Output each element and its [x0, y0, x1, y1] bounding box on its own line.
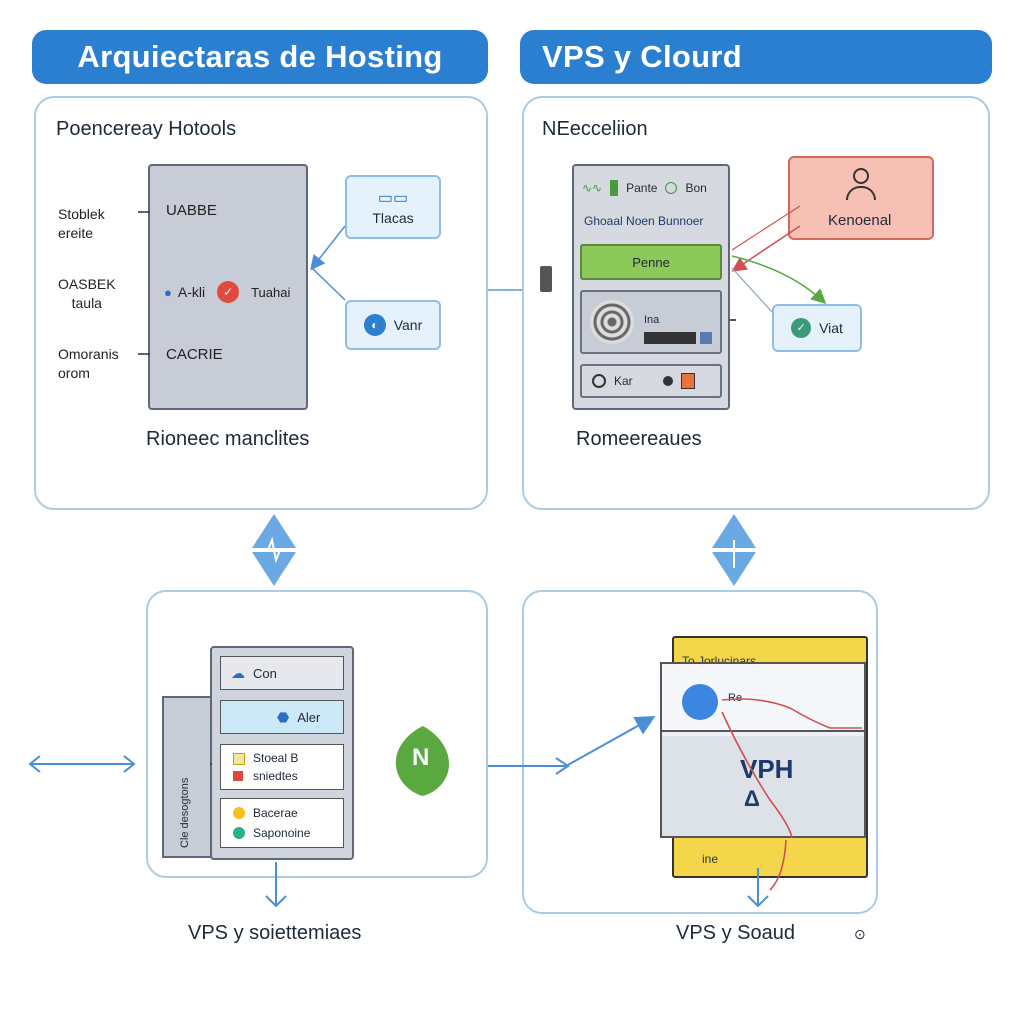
status-block [610, 180, 619, 196]
callout-bottom: ◐ Vanr [345, 300, 441, 350]
rack-bottom-row: Kar [580, 364, 722, 398]
vps-item-backup: Bacerae Saponoine [220, 798, 344, 848]
callout-top: ▭▭ Tlacas [345, 175, 441, 239]
server-row-1: UABBE [166, 202, 217, 219]
rack-subheader: Ghoaal Noen Bunnoer [584, 214, 704, 228]
trash-icon [540, 266, 552, 292]
pin-icon: ● [164, 284, 172, 300]
network-icon: ▭▭ [377, 190, 409, 207]
panel-br-caption: VPS y Soaud [676, 922, 795, 944]
double-arrow-left [252, 514, 296, 586]
title-right: VPS y Clourd [542, 39, 742, 74]
yellow-dot-icon [233, 807, 245, 819]
panel-tl-label: Poencereay Hotools [56, 118, 237, 140]
disk-indicator-light [700, 332, 712, 344]
disk-module: Ina [580, 290, 722, 354]
vps-item-con: ☁ Con [220, 656, 344, 690]
disk-icon [590, 300, 634, 344]
chart-icon: ∿∿ [582, 181, 603, 195]
cloud-icon: ☁ [231, 664, 245, 681]
vps-item-alert: ⬣ Aler [220, 700, 344, 734]
vps-item-storage: Stoeal B sniedtes [220, 744, 344, 790]
side-label-3: Omoranis orom [58, 346, 119, 381]
blue-circle-icon [682, 684, 718, 720]
shield-icon: ⬣ [277, 708, 290, 725]
led-orange [680, 373, 695, 389]
side-label-2: OASBEK taula [58, 276, 116, 311]
title-bar-right: VPS y Clourd [520, 30, 992, 84]
vps-window: Re VPH Δ [660, 662, 866, 838]
side-column: Cle desogtons [162, 696, 214, 858]
callout-viat: ✓ Viat [772, 304, 862, 352]
side-label-1: Stoblek ereite [58, 206, 105, 241]
yellow-square-icon [233, 753, 245, 765]
user-icon [846, 168, 876, 202]
globe-icon: ◐ [363, 314, 386, 336]
server-row-2: ● A-kli ✓ Tuahai [164, 281, 290, 303]
double-arrow-left-pulse [256, 536, 292, 564]
vps-window-header: Re [662, 664, 864, 732]
disk-indicator [644, 332, 696, 344]
power-icon [592, 374, 606, 388]
title-left: Arquiectaras de Hosting [77, 39, 443, 74]
user-box: Kenoenal [788, 156, 934, 240]
panel-tr-caption: Romeereaues [576, 428, 702, 450]
title-bar-left: Arquiectaras de Hosting [32, 30, 488, 84]
rack-header: ∿∿ Pante Bon [582, 180, 707, 196]
leaf-badge-icon: N [392, 722, 454, 798]
alert-icon: ✓ [217, 281, 240, 303]
panel-tr-label: NEecceliion [542, 118, 648, 140]
led-dark [662, 376, 673, 386]
green-bar: Penne [580, 244, 722, 280]
teal-dot-icon [233, 827, 245, 839]
vps-window-body: VPH Δ [662, 736, 864, 836]
status-dot [665, 182, 678, 194]
server-row-3: CACRIE [166, 346, 223, 363]
double-arrow-right [712, 514, 756, 586]
red-square-icon [233, 771, 243, 781]
leaf-icon: ✓ [791, 318, 812, 338]
panel-bl-caption: VPS y soiettemiaes [188, 922, 362, 944]
circle-mark: ⊙ [854, 926, 866, 942]
panel-tl-caption: Rioneec manclites [146, 428, 310, 450]
